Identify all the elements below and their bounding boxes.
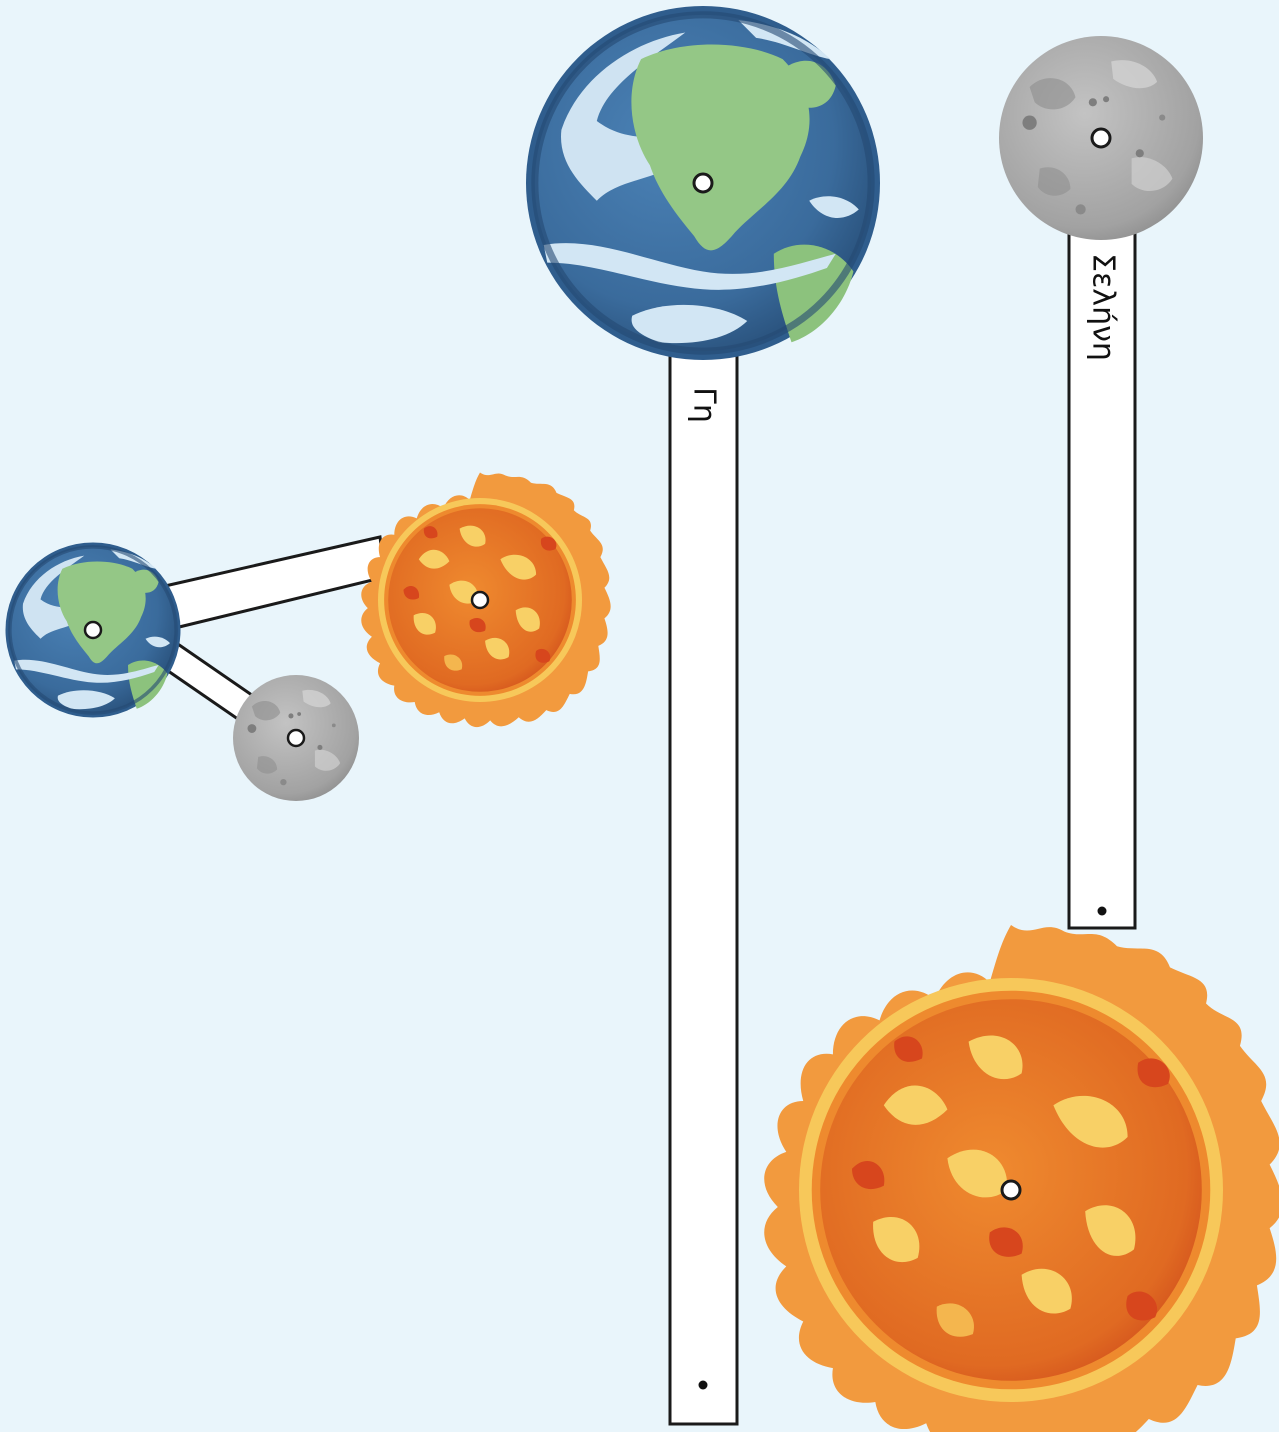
moon-strip: Σελήνη [1067,213,1137,930]
sun-cutout [764,925,1279,1432]
strip-end-dot [1097,906,1107,916]
model-earth [3,540,183,720]
strip-end-dot [698,1380,708,1390]
pivot-hole [470,590,490,610]
earth-cutout [526,6,880,360]
model-arm-earth-sun [163,535,387,630]
pivot-hole [286,728,306,748]
earth-strip: Γη [668,318,739,1426]
moon-strip-label: Σελήνη [1086,253,1121,361]
pivot-hole [83,620,103,640]
moon-cutout [999,36,1203,240]
pivot-hole [1000,1179,1022,1201]
pivot-hole [1090,127,1112,149]
model-sun [361,472,611,728]
pivot-hole [692,172,714,194]
earth-strip-label: Γη [687,387,722,423]
sun-icon [764,925,1279,1432]
model-moon [233,675,359,801]
